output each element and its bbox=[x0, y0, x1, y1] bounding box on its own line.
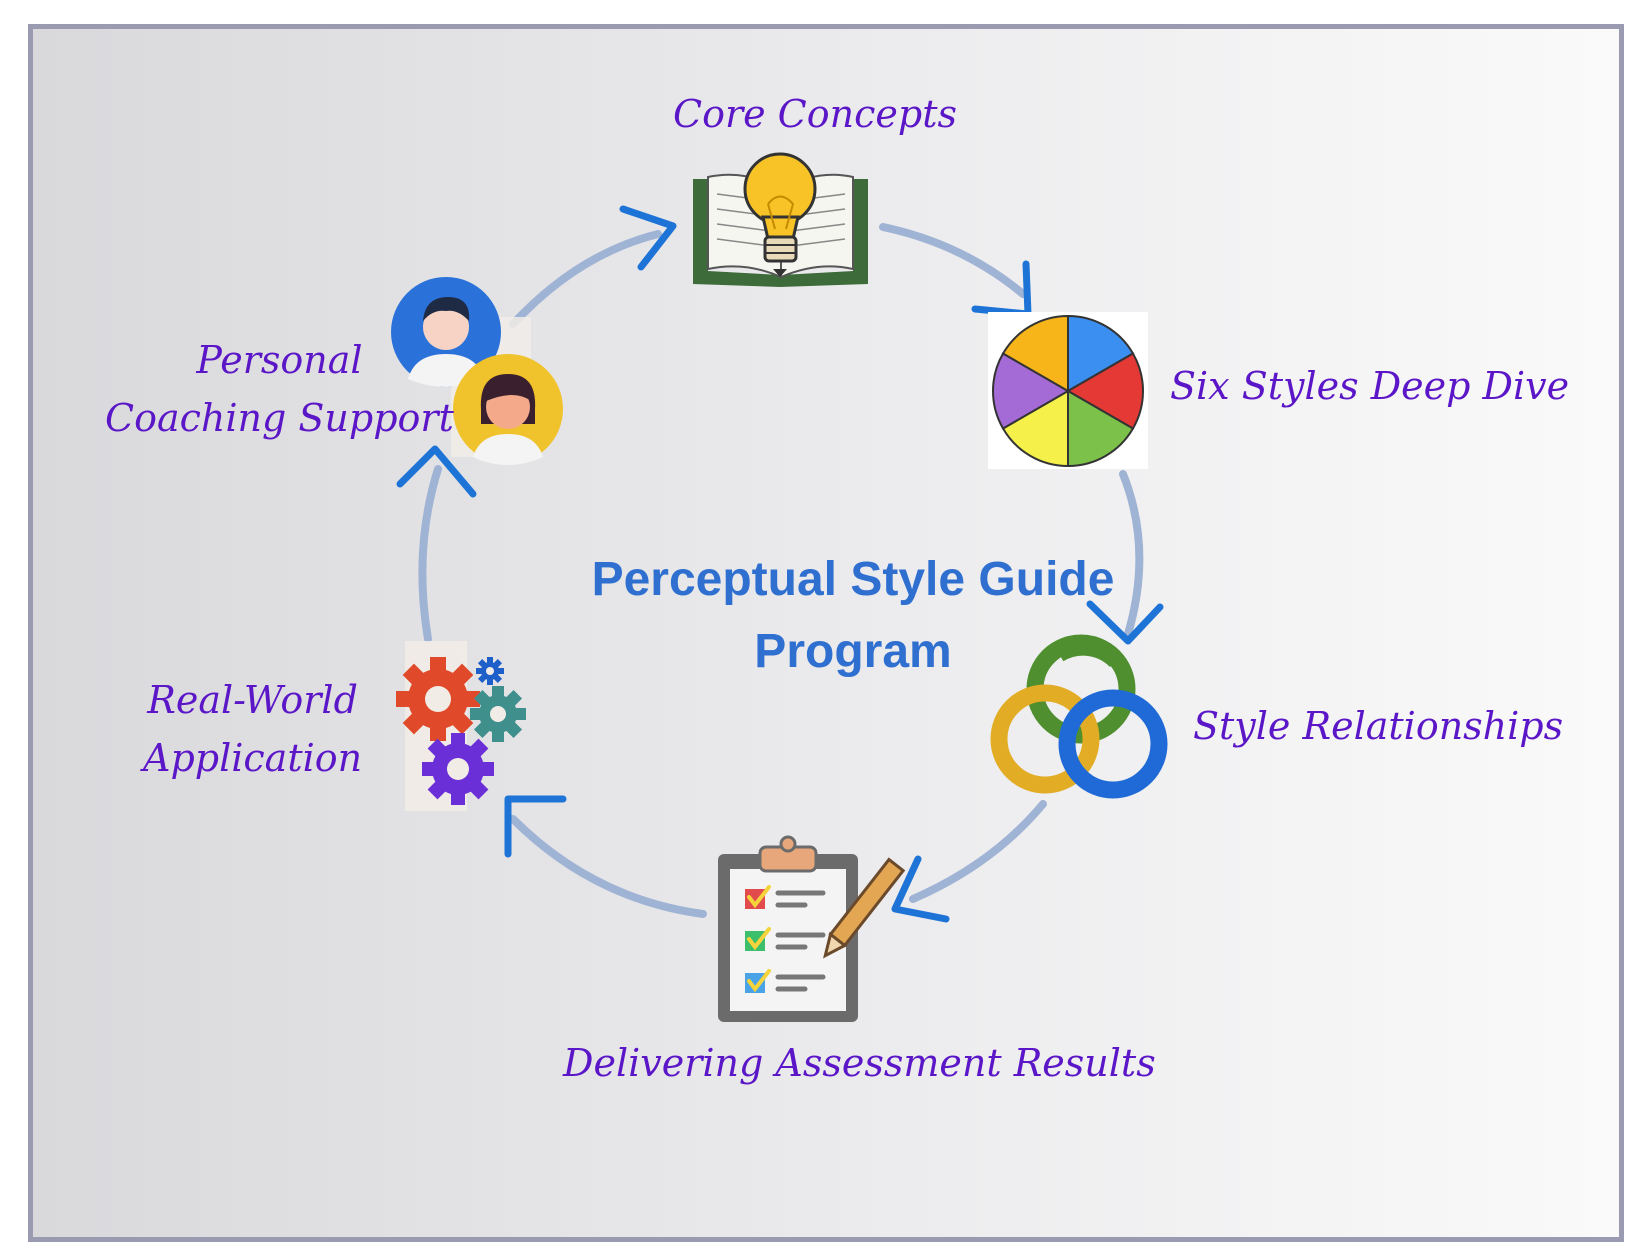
gears-icon bbox=[396, 641, 526, 811]
label-real-world-line-1: Real-World bbox=[147, 678, 358, 722]
coaching-people-icon bbox=[391, 277, 563, 465]
label-personal-coaching: Personal Coaching Support bbox=[105, 331, 454, 447]
arc-six-to-relationships bbox=[1119, 470, 1144, 638]
label-delivering-results: Delivering Assessment Results bbox=[563, 1034, 1156, 1092]
clipboard-checklist-icon bbox=[718, 835, 906, 1022]
color-wheel-icon bbox=[988, 312, 1148, 469]
label-personal-coaching-line-2: Coaching Support bbox=[105, 396, 454, 440]
label-six-styles: Six Styles Deep Dive bbox=[1170, 357, 1569, 415]
label-core-concepts-line: Core Concepts bbox=[673, 92, 957, 136]
arrowhead-personal bbox=[396, 445, 477, 498]
diagram-frame: Core Concepts Six Styles Deep Dive Style… bbox=[28, 24, 1624, 1242]
label-core-concepts: Core Concepts bbox=[673, 85, 957, 143]
arc-delivering-to-real-world bbox=[509, 815, 707, 918]
program-title-line-2: Program bbox=[754, 625, 952, 678]
label-style-relationships-line: Style Relationships bbox=[1193, 704, 1564, 748]
label-six-styles-line: Six Styles Deep Dive bbox=[1170, 364, 1570, 408]
arc-personal-to-core bbox=[509, 230, 662, 328]
program-title: Perceptual Style Guide Program bbox=[533, 544, 1173, 688]
arc-core-to-six bbox=[879, 223, 1027, 298]
label-real-world-line-2: Application bbox=[143, 736, 363, 780]
label-delivering-results-line: Delivering Assessment Results bbox=[563, 1041, 1156, 1085]
label-personal-coaching-line-1: Personal bbox=[196, 338, 363, 382]
arc-real-world-to-personal bbox=[418, 465, 442, 643]
arrowhead-real-world bbox=[504, 795, 567, 858]
cycle-diagram bbox=[391, 152, 1168, 1022]
linked-rings-icon bbox=[990, 634, 1168, 799]
arrowhead-core bbox=[619, 205, 677, 271]
arc-relationships-to-delivering bbox=[909, 800, 1047, 903]
book-lightbulb-icon bbox=[693, 152, 868, 287]
program-title-line-1: Perceptual Style Guide bbox=[591, 553, 1115, 606]
arrowhead-relationships bbox=[1086, 600, 1164, 645]
label-style-relationships: Style Relationships bbox=[1193, 697, 1563, 755]
label-real-world: Real-World Application bbox=[143, 671, 362, 787]
arrowhead-delivering bbox=[891, 855, 950, 923]
